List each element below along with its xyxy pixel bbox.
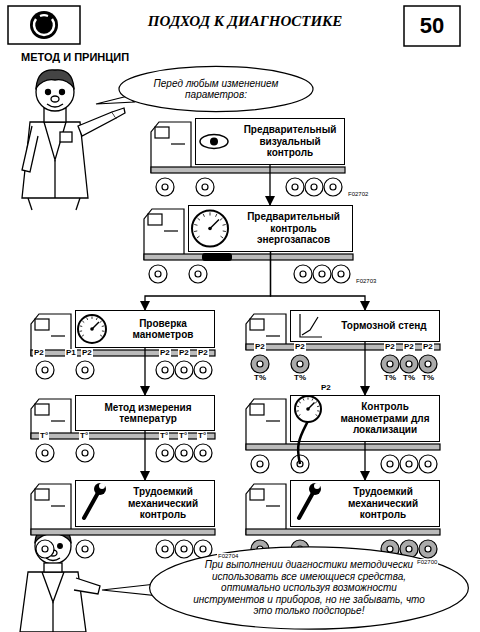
measurement-label: T% — [253, 374, 267, 382]
process-box: Предварительный визуальный контроль — [195, 118, 345, 165]
node-content: 50 — [408, 11, 457, 40]
process-box: Предварительный контроль энергозапасов — [188, 205, 353, 252]
page-number-box: 50 — [404, 6, 460, 46]
measurement-label: T° — [178, 432, 188, 440]
node-content: Метод измерения температур — [85, 400, 212, 427]
flow-arrow — [145, 252, 271, 310]
measurement-label: P2 — [178, 349, 190, 357]
flow-arrow — [144, 431, 145, 480]
node-content: Контроль манометрами для локализации — [334, 399, 437, 438]
page-number-frame — [404, 6, 460, 46]
measurement-label: P2 — [403, 343, 415, 351]
logo — [8, 6, 80, 44]
measurement-label: P1 — [65, 349, 77, 357]
node-text: Контроль манометрами для локализации — [334, 401, 437, 436]
truck — [31, 484, 215, 558]
node-content: Трудоемкий механический контроль — [115, 484, 212, 523]
node-text: Перед любым изменением параметров: — [140, 78, 292, 101]
measurement-label: P2 — [384, 343, 396, 351]
gauge-hose — [298, 421, 308, 464]
node-text: Трудоемкий механический контроль — [330, 486, 437, 521]
measurement-label: P2 — [33, 349, 45, 357]
measurement-label: T° — [197, 432, 207, 440]
process-box: Проверка манометров — [75, 310, 215, 348]
measurement-label: T% — [293, 374, 307, 382]
measurement-label: T° — [79, 432, 89, 440]
pressure-gauge — [192, 211, 228, 247]
figure-code: F02703 — [355, 278, 377, 284]
truck — [144, 209, 353, 283]
flow-arrow — [269, 165, 270, 205]
measurement-label: T% — [383, 374, 397, 382]
measurement-label: T° — [39, 432, 49, 440]
truck — [246, 399, 440, 473]
measurement-label: P2 — [320, 384, 332, 392]
process-box: Контроль манометрами для локализации — [290, 395, 440, 442]
figure-code: F02700 — [416, 559, 438, 565]
node-text: Предварительный контроль энергозапасов — [238, 211, 350, 246]
node-content: Проверка манометров — [115, 316, 212, 343]
page-title: ПОДХОД К ДИАГНОСТИКЕ — [100, 14, 390, 29]
measurement-label: P2 — [422, 343, 434, 351]
wrench-icon — [84, 483, 106, 518]
speech-bubble: Перед любым изменением параметров: — [118, 66, 314, 112]
truck — [246, 314, 440, 373]
pressure-gauge — [78, 315, 106, 343]
process-box: Метод измерения температур — [75, 395, 215, 431]
measurement-label: T° — [159, 432, 169, 440]
node-content: Тормозной стенд — [332, 318, 437, 334]
measurement-label: P2 — [254, 343, 266, 351]
air-tank — [202, 253, 232, 261]
mechanic-bottom — [20, 526, 100, 632]
measurement-label: P2 — [294, 343, 306, 351]
flow-arrow — [144, 348, 145, 395]
measurement-label: T% — [402, 374, 416, 382]
node-text: 50 — [408, 13, 457, 38]
flow-arrow — [364, 442, 365, 480]
pressure-gauge — [295, 396, 321, 422]
node-text: Трудоемкий механический контроль — [115, 486, 212, 521]
flow-arrow — [364, 342, 365, 395]
eye-icon — [200, 135, 228, 149]
node-content: Трудоемкий механический контроль — [330, 484, 437, 523]
flow-arrow — [271, 252, 366, 310]
measurement-label: P2 — [81, 349, 93, 357]
section-heading: МЕТОД И ПРИНЦИП — [20, 52, 130, 63]
figure-code: F02702 — [347, 191, 369, 197]
node-text: Метод измерения температур — [85, 402, 212, 425]
node-text: Тормозной стенд — [332, 320, 437, 332]
process-box: Трудоемкий механический контроль — [75, 480, 215, 527]
node-content: Предварительный контроль энергозапасов — [238, 209, 350, 248]
truck — [246, 484, 440, 558]
figure-code: F02704 — [217, 553, 239, 559]
wrench-icon — [299, 483, 321, 518]
measurement-label: P2 — [197, 349, 209, 357]
truck — [31, 314, 215, 379]
node-text: Предварительный визуальный контроль — [239, 124, 342, 159]
node-content: Перед любым изменением параметров: — [118, 72, 314, 107]
process-box: Тормозной стенд — [290, 310, 440, 342]
process-box: Трудоемкий механический контроль — [290, 480, 440, 527]
measurement-label: P2 — [159, 349, 171, 357]
truck — [151, 122, 345, 196]
node-text: Проверка манометров — [115, 318, 212, 341]
graph-icon — [300, 314, 322, 337]
node-content: Предварительный визуальный контроль — [239, 122, 342, 161]
measurement-label: T% — [421, 374, 435, 382]
node-text: При выполнении диагностики методически и… — [188, 559, 430, 617]
mechanic-top — [22, 70, 125, 210]
